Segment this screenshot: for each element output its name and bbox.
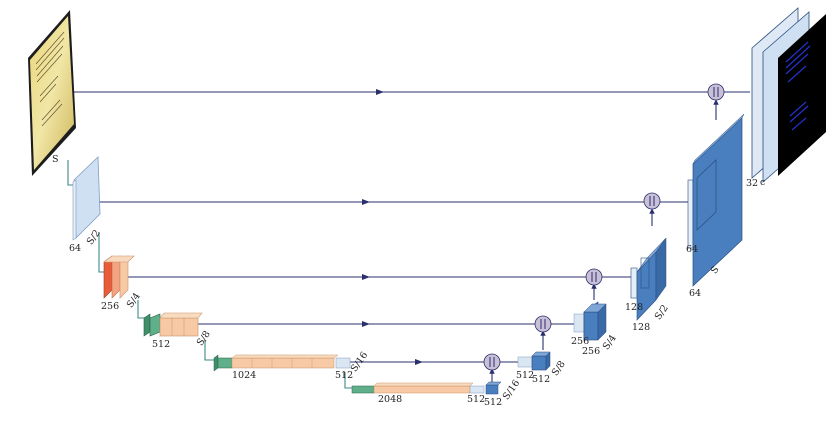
label-enc2-ch: 256 <box>101 301 119 312</box>
label-enc4-out-ch: 512 <box>335 370 353 381</box>
label-dec2-b: 128 <box>632 322 650 333</box>
label-dec4-a: 512 <box>516 370 534 381</box>
concat-icon <box>483 83 725 371</box>
bottleneck-block <box>351 381 502 395</box>
label-bott-out-ch: 512 <box>467 394 485 405</box>
label-enc3-ch: 512 <box>152 339 170 350</box>
label-enc1-ch: 64 <box>69 243 81 254</box>
label-bott-ch: 2048 <box>378 394 402 405</box>
label-enc1-scale: S/2 <box>85 228 103 247</box>
decoder-block-3 <box>573 301 607 341</box>
label-dec3-a: 256 <box>571 336 589 347</box>
label-enc4-ch: 1024 <box>232 370 256 381</box>
decoder-block-2 <box>630 237 667 321</box>
encoder-block-2 <box>103 255 135 299</box>
label-dec4-b: 512 <box>532 374 550 385</box>
decoder-block-4 <box>517 351 551 371</box>
label-dec3-b: 256 <box>582 346 600 357</box>
label-dec1-b: 64 <box>689 288 701 299</box>
label-dec2-a: 128 <box>625 302 643 313</box>
label-dec3-scale: S/4 <box>601 333 619 352</box>
label-dec4-scale: S/8 <box>550 359 568 378</box>
concat-symbol <box>489 87 719 367</box>
encoder-block-3 <box>143 312 203 337</box>
label-bott-up-ch: 512 <box>484 397 502 408</box>
label-bott-scale: S/16 <box>501 378 523 402</box>
encoder-block-1 <box>72 156 101 241</box>
output-image <box>778 14 826 176</box>
label-enc2-scale: S/4 <box>125 291 143 310</box>
label-dec2-scale: S/2 <box>653 303 671 322</box>
label-out-a: 32 <box>746 178 758 189</box>
label-input-scale: S <box>52 154 59 165</box>
label-dec1-a: 64 <box>686 244 698 255</box>
arrow-icon <box>362 89 423 365</box>
encoder-block-4 <box>213 354 351 372</box>
label-dec1-scale: S <box>709 264 722 276</box>
input-image <box>28 10 76 176</box>
decoder-block-1 <box>687 113 745 287</box>
label-out-b: c <box>760 177 765 188</box>
